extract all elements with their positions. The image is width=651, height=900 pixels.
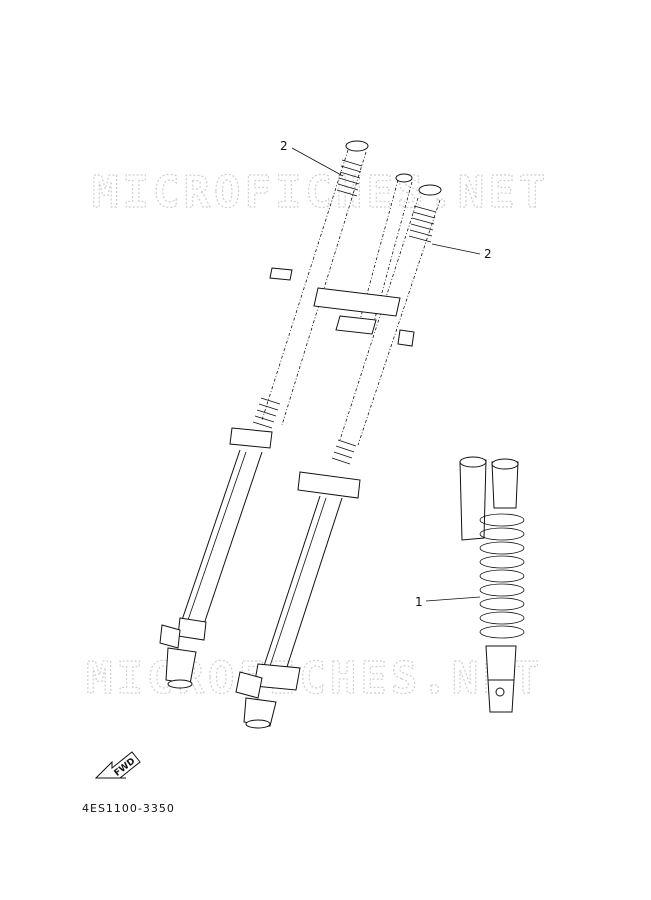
right-fork-spring-top (408, 205, 437, 243)
shock-spring (479, 513, 525, 639)
watermark-top: MICROFICHES.NET (92, 167, 549, 218)
watermark-bottom: MICROFICHES.NET (86, 653, 543, 704)
left-fork-leg (159, 140, 369, 689)
callout-label: 2 (280, 139, 288, 153)
callout-label: 1 (415, 595, 423, 609)
right-fork-leg (235, 184, 442, 729)
steering-stem (269, 173, 415, 347)
left-fork-spring-mid (252, 397, 281, 429)
callout-2-right: 2 (431, 243, 492, 261)
left-fork-spring-top (336, 159, 363, 197)
callout-2-top: 2 (280, 139, 344, 177)
rear-shock-absorber (459, 456, 525, 713)
part-code: 4ES1100-3350 (82, 802, 175, 815)
callout-label: 2 (484, 247, 492, 261)
right-fork-spring-mid (331, 439, 357, 465)
callout-1-shock: 1 (415, 595, 481, 609)
fwd-arrow-icon: FWD (94, 751, 141, 779)
